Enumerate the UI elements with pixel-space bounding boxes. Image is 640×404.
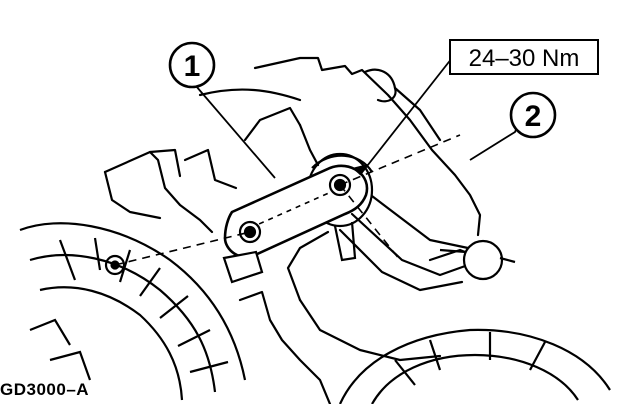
callout-1-label: 1 — [184, 50, 201, 83]
engine-housing-outline — [103, 56, 482, 404]
leader-lines — [195, 57, 533, 179]
figure-id: GD3000–A — [0, 380, 90, 399]
bolt-lower — [238, 220, 262, 244]
bottom-right-wheel — [338, 328, 611, 404]
torque-spec-label: 24–30 Nm — [469, 45, 580, 72]
ball-joint — [439, 239, 516, 281]
callout-2: 2 — [509, 91, 557, 139]
gear-pulley — [19, 222, 247, 401]
spacer-block — [222, 250, 264, 284]
torque-spec-box: 24–30 Nm — [449, 39, 599, 75]
callout-1: 1 — [168, 41, 216, 89]
arrow-head — [352, 164, 368, 175]
centerlines — [114, 134, 461, 266]
callout-2-label: 2 — [525, 100, 542, 133]
